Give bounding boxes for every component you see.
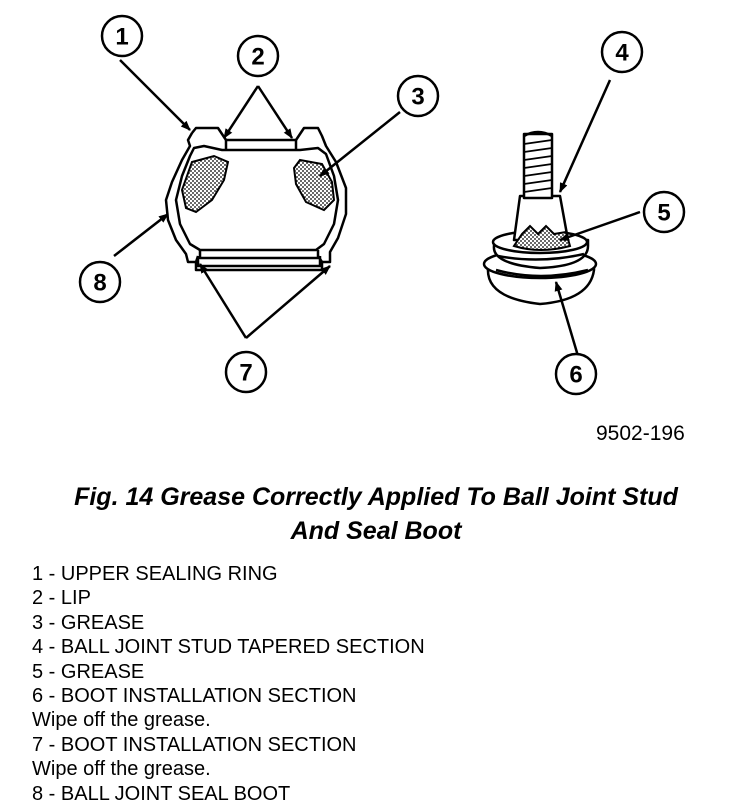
grease-stud-area (512, 224, 572, 251)
legend-item: 5 - GREASE (32, 660, 145, 683)
leader-1 (119, 59, 191, 131)
seal-boot (164, 126, 348, 272)
callout-4: 4 (615, 40, 629, 67)
grease-left-area (180, 154, 230, 214)
leader-2b (256, 85, 294, 139)
leader-7b (245, 265, 331, 339)
legend-item: 2 - LIP (32, 587, 91, 610)
legend-note: Wipe off the grease. (32, 709, 211, 732)
leader-2a (222, 85, 260, 139)
legend-item: 4 - BALL JOINT STUD TAPERED SECTION (32, 636, 425, 659)
leader-8 (113, 213, 169, 257)
caption-line-2: And Seal Boot (290, 517, 462, 545)
figure-caption: Fig. 14 Grease Correctly Applied To Ball… (0, 480, 752, 548)
callout-6: 6 (569, 362, 582, 389)
leader-3 (319, 111, 401, 177)
callout-2: 2 (251, 44, 264, 71)
leader-lines (113, 59, 641, 357)
figure-id: 9502-196 (596, 422, 685, 445)
legend-item: 1 - UPPER SEALING RING (32, 563, 278, 585)
leader-6 (554, 281, 580, 357)
callouts (78, 14, 686, 396)
legend-item: 3 - GREASE (32, 611, 145, 634)
callout-5: 5 (657, 200, 670, 227)
legend-item: 8 - BALL JOINT SEAL BOOT (32, 782, 291, 805)
callout-7: 7 (239, 360, 252, 387)
legend-note: Wipe off the grease. (32, 758, 211, 781)
legend-item: 7 - BOOT INSTALLATION SECTION (32, 733, 357, 756)
legend-item: 6 - BOOT INSTALLATION SECTION (32, 685, 357, 708)
ball-joint-diagram: 1 2 3 4 5 6 7 8 (78, 14, 686, 396)
leader-7a (198, 263, 248, 339)
legend: 1 - UPPER SEALING RING 2 - LIP 3 - GREAS… (32, 562, 425, 806)
caption-line-1: Fig. 14 Grease Correctly Applied To Ball… (74, 483, 678, 511)
callout-1: 1 (115, 24, 128, 51)
grease-right-area (292, 158, 336, 212)
leader-5 (559, 210, 641, 242)
leader-4 (558, 79, 612, 193)
callout-8: 8 (93, 270, 106, 297)
callout-3: 3 (411, 84, 424, 111)
ball-joint-stud (482, 130, 598, 306)
